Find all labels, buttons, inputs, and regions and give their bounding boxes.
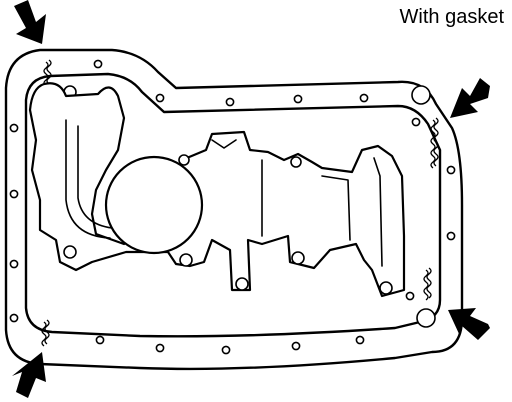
sealant-beads — [41, 59, 439, 347]
arrow-icon-top-right — [450, 78, 490, 118]
arrow-icon-bottom-right — [448, 308, 490, 340]
arrow-icon-top-left — [14, 0, 46, 44]
flange-bolt-holes — [9, 59, 456, 355]
arrow-icon-bottom-left — [12, 352, 46, 398]
diagram-caption: With gasket — [399, 6, 504, 28]
engine-block-section — [28, 82, 406, 298]
pan-flange-outer — [4, 48, 464, 371]
pan-flange-inner — [24, 72, 442, 338]
